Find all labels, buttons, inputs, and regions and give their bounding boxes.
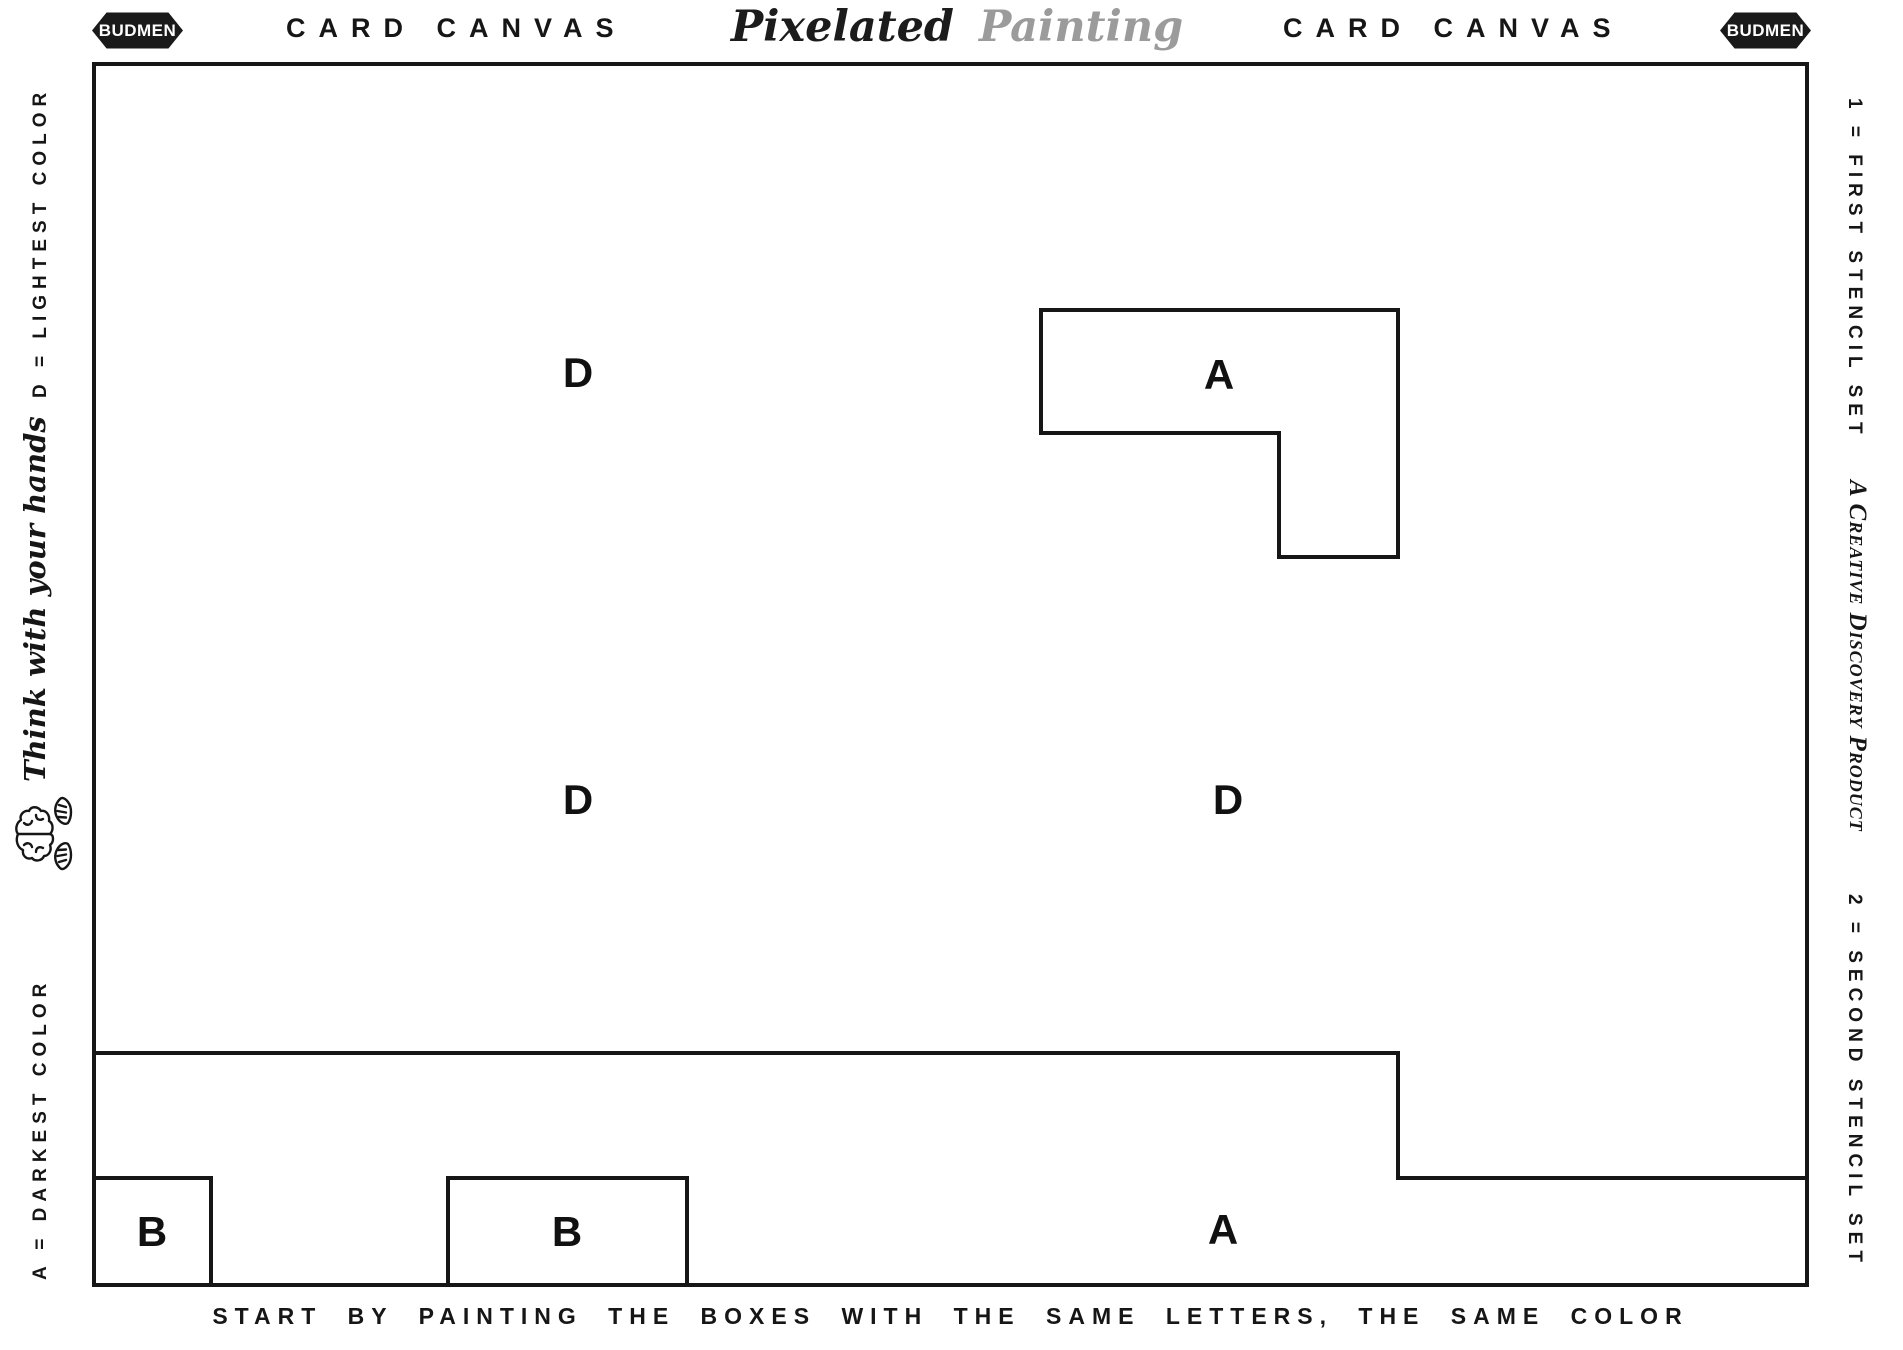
card-canvas-title-right: CARD CANVAS (1283, 13, 1624, 43)
left-sidebar-rail: A = DARKEST COLOR Think with your hands (0, 0, 90, 1350)
card-canvas-title-left: CARD CANVAS (286, 13, 627, 43)
budmen-badge-label: BUDMEN (1726, 20, 1805, 40)
budmen-badge-label: BUDMEN (98, 20, 177, 40)
region-b-box-1 (92, 1176, 213, 1285)
pixelated-painting-title: Pixelated Painting (657, 2, 1257, 52)
region-letter-D3: D (1212, 776, 1244, 823)
region-a-outline (1039, 308, 1400, 559)
region-letter-A2: A (1207, 1206, 1239, 1253)
painting-instruction: START BY PAINTING THE BOXES WITH THE SAM… (212, 1303, 1689, 1329)
canvas-border (92, 62, 1809, 1287)
budmen-badge-right: BUDMEN (1720, 12, 1811, 49)
region-b-box-2 (446, 1176, 689, 1285)
region-letter-D2: D (562, 776, 594, 823)
region-letter-D1: D (562, 349, 594, 396)
script-title-word1: Pixelated (730, 2, 954, 52)
hands-holding-brain-icon (14, 795, 81, 872)
region-letter-B1: B (136, 1208, 168, 1255)
budmen-badge-left: BUDMEN (92, 12, 183, 49)
region-letter-A1: A (1203, 351, 1235, 398)
paint-band-step-line (94, 1051, 1807, 1180)
region-letter-B2: B (551, 1208, 583, 1255)
script-title-word2: Painting (978, 2, 1184, 52)
